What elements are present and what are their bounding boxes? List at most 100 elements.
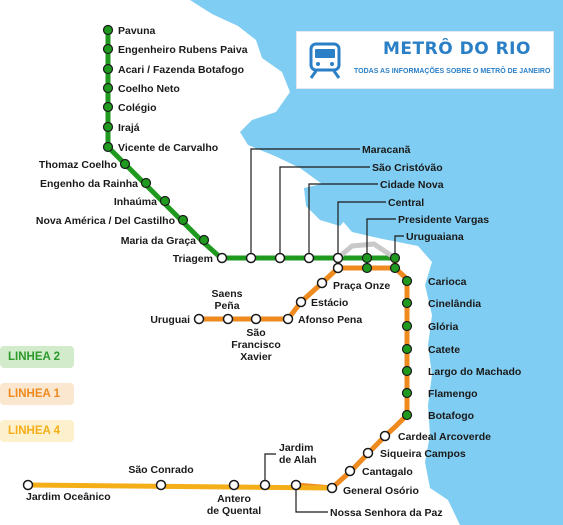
station-pavuna: Pavuna (102, 24, 156, 37)
svg-text:Jardim: Jardim (279, 442, 313, 454)
station-presidente-vargas: Presidente Vargas (361, 214, 489, 264)
station-maracana: Maracanã (245, 144, 411, 264)
logo-banner: METRÔ DO RIO TODAS AS INFORMAÇÕES SOBRE … (297, 32, 553, 88)
svg-text:Engenho da Rainha: Engenho da Rainha (40, 178, 138, 190)
svg-text:Maria da Graça: Maria da Graça (121, 235, 196, 247)
svg-text:Acari / Fazenda Botafogo: Acari / Fazenda Botafogo (118, 64, 244, 76)
line-1-west-stations: Praça Onze Estácio Afonso Pena São Franc… (150, 277, 390, 363)
svg-text:Uruguai: Uruguai (150, 314, 190, 326)
line-1-branch-stations (332, 262, 401, 274)
svg-text:Largo do Machado: Largo do Machado (428, 366, 521, 378)
station-maria-da-graca: Maria da Graça (121, 234, 210, 247)
station-carioca: Carioca (401, 275, 467, 288)
line-2-stations: Pavuna Engenheiro Rubens Paiva Acari / F… (36, 24, 489, 265)
station-acari: Acari / Fazenda Botafogo (102, 63, 244, 76)
svg-text:Central: Central (388, 197, 424, 209)
svg-text:Cardeal Arcoverde: Cardeal Arcoverde (398, 431, 491, 443)
station-catete: Catete (401, 343, 460, 356)
svg-text:de Alah: de Alah (279, 454, 317, 466)
station-nossa-senhora-da-paz: Nossa Senhora da Paz (290, 479, 443, 519)
station-uruguai: Uruguai (150, 313, 205, 326)
station-estacio: Estácio (295, 296, 348, 309)
station-afonso-pena: Afonso Pena (282, 313, 362, 326)
svg-text:Siqueira Campos: Siqueira Campos (380, 448, 466, 460)
svg-text:São Cristóvão: São Cristóvão (372, 162, 443, 174)
station-antero-de-quental: Antero de Quental (207, 479, 261, 517)
station-jardim-de-alah: Jardim de Alah (259, 442, 317, 491)
station-sao-conrado: São Conrado (128, 464, 194, 491)
svg-text:General Osório: General Osório (343, 485, 419, 497)
station-engenheiro-rubens-paiva: Engenheiro Rubens Paiva (102, 43, 248, 56)
shared-track (336, 241, 397, 261)
station-thomaz-coelho: Thomaz Coelho (39, 158, 131, 171)
svg-text:Vicente de Carvalho: Vicente de Carvalho (118, 142, 218, 154)
svg-text:Peña: Peña (214, 300, 239, 312)
train-icon (305, 40, 345, 80)
svg-text:Maracanã: Maracanã (362, 144, 411, 156)
station-cantagalo: Cantagalo (344, 465, 413, 478)
svg-text:Cinelândia: Cinelândia (428, 298, 481, 310)
station-siqueira-campos: Siqueira Campos (362, 447, 466, 460)
svg-text:São Conrado: São Conrado (128, 464, 193, 476)
bay-water (190, 0, 563, 525)
svg-text:Uruguaiana: Uruguaiana (406, 231, 464, 243)
svg-text:Xavier: Xavier (240, 351, 272, 363)
line-4-track (27, 482, 333, 491)
station-colegio: Colégio (102, 101, 157, 114)
svg-text:Catete: Catete (428, 344, 460, 356)
svg-text:Triagem: Triagem (173, 253, 213, 265)
station-cardeal-arcoverde: Cardeal Arcoverde (379, 430, 491, 443)
svg-text:Antero: Antero (217, 493, 251, 505)
station-triagem: Triagem (173, 252, 228, 265)
station-inhauma: Inhaúma (114, 195, 171, 208)
svg-text:Estácio: Estácio (311, 297, 348, 309)
station-largo-do-machado: Largo do Machado (401, 365, 521, 378)
leader-lines (250, 148, 404, 513)
svg-text:Botafogo: Botafogo (428, 410, 474, 422)
svg-text:Irajá: Irajá (118, 122, 140, 134)
legend-line-4: LINHEA 4 (0, 420, 74, 442)
logo-title: METRÔ DO RIO (383, 39, 531, 59)
svg-text:de Quental: de Quental (207, 505, 261, 517)
station-iraja: Irajá (102, 121, 140, 134)
svg-text:Cantagalo: Cantagalo (362, 466, 413, 478)
station-cidade-nova: Cidade Nova (303, 179, 444, 264)
station-jardim-oceanico: Jardim Oceânico (22, 479, 111, 503)
svg-text:Praça Onze: Praça Onze (333, 280, 390, 292)
station-saens-pena: Saens Peña (212, 288, 243, 325)
station-vicente-de-carvalho: Vicente de Carvalho (102, 141, 218, 154)
svg-text:Flamengo: Flamengo (428, 388, 478, 400)
legend-line-1: LINHEA 1 (0, 383, 74, 405)
svg-text:Cidade Nova: Cidade Nova (380, 179, 444, 191)
station-sao-francisco-xavier: São Francisco Xavier (231, 313, 281, 363)
station-general-osorio: General Osório (326, 482, 419, 497)
svg-text:Glória: Glória (428, 321, 459, 333)
station-praca-onze: Praça Onze (316, 277, 390, 292)
svg-text:Nova América / Del Castilho: Nova América / Del Castilho (36, 215, 175, 227)
svg-text:Pavuna: Pavuna (118, 25, 156, 37)
svg-text:Coelho Neto: Coelho Neto (118, 83, 180, 95)
svg-text:Engenheiro Rubens Paiva: Engenheiro Rubens Paiva (118, 44, 248, 56)
station-gloria: Glória (401, 320, 459, 333)
station-botafogo: Botafogo (401, 409, 474, 422)
station-flamengo: Flamengo (401, 387, 478, 400)
svg-text:Francisco: Francisco (231, 339, 281, 351)
svg-text:Afonso Pena: Afonso Pena (298, 314, 362, 326)
svg-text:Saens: Saens (212, 288, 243, 300)
legend-line-2: LINHEA 2 (0, 346, 74, 368)
station-coelho-neto: Coelho Neto (102, 82, 180, 95)
line-1-stations: Carioca Cinelândia Glória Catete Largo d… (290, 275, 521, 519)
station-central: Central (332, 197, 424, 264)
logo-subtitle: TODAS AS INFORMAÇÕES SOBRE O METRÔ DE JA… (354, 68, 551, 75)
station-uruguaiana: Uruguaiana (389, 231, 464, 264)
station-nova-america: Nova América / Del Castilho (36, 214, 189, 227)
line-4-stations: Jardim de Alah Antero de Quental São Con… (22, 442, 317, 517)
svg-text:Nossa Senhora da Paz: Nossa Senhora da Paz (330, 507, 443, 519)
svg-text:Carioca: Carioca (428, 276, 467, 288)
svg-text:Inhaúma: Inhaúma (114, 196, 157, 208)
svg-text:Jardim Oceânico: Jardim Oceânico (26, 491, 111, 503)
station-engenho-da-rainha: Engenho da Rainha (40, 177, 152, 190)
station-sao-cristovao: São Cristóvão (274, 162, 443, 264)
station-cinelandia: Cinelândia (401, 297, 481, 310)
